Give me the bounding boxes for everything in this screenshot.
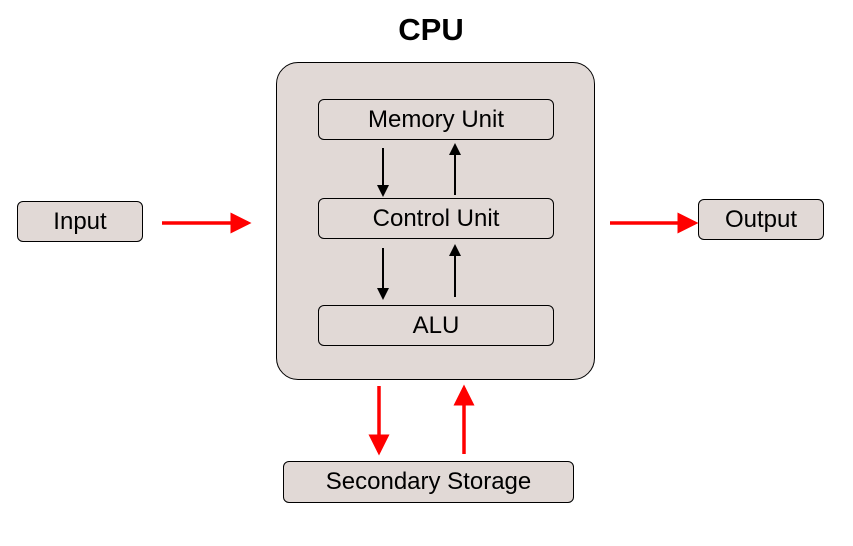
input-box: Input bbox=[17, 201, 143, 242]
control-unit-box: Control Unit bbox=[318, 198, 554, 239]
cpu-title: CPU bbox=[398, 12, 464, 47]
alu-box: ALU bbox=[318, 305, 554, 346]
output-box: Output bbox=[698, 199, 824, 240]
memory-unit-box: Memory Unit bbox=[318, 99, 554, 140]
secondary-storage-box: Secondary Storage bbox=[283, 461, 574, 503]
